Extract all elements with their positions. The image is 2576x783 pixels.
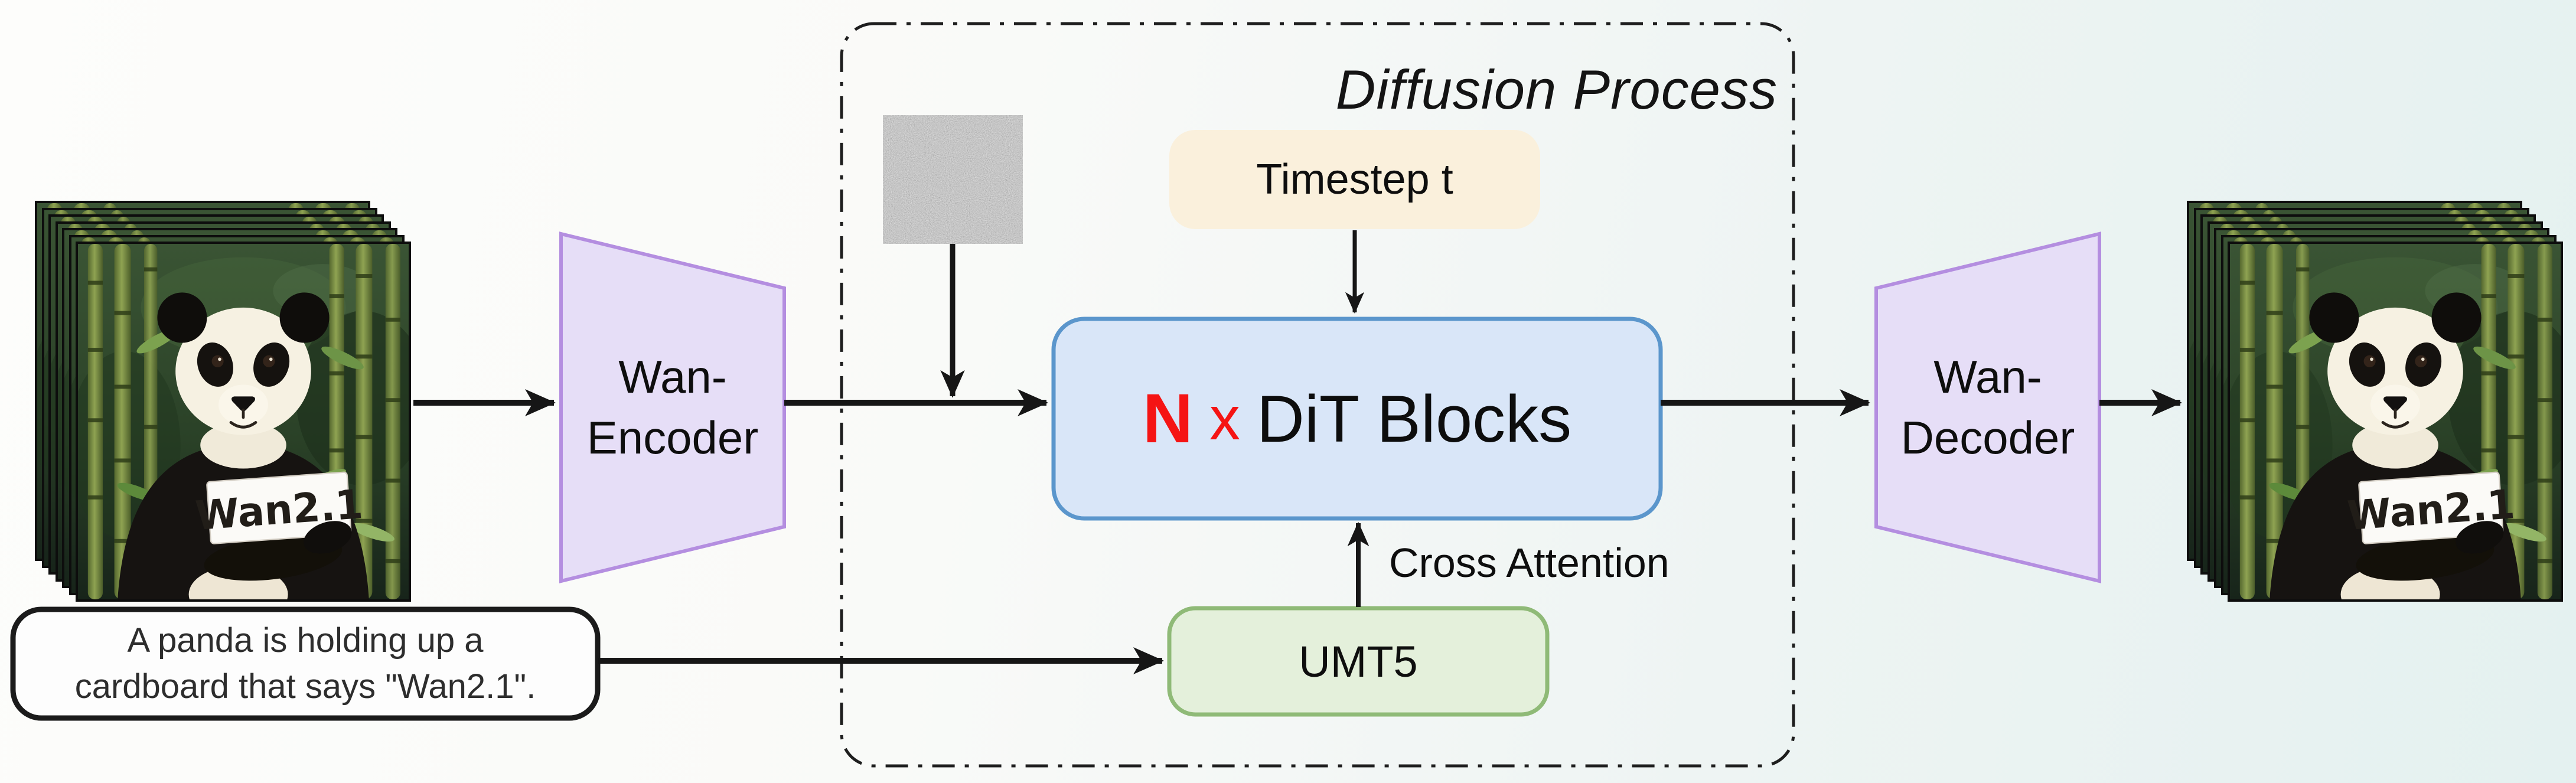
wan-encoder-label: Wan- Encoder <box>561 313 784 502</box>
video-frame <box>2228 242 2563 602</box>
prompt-line2: cardboard that says "Wan2.1". <box>74 667 536 706</box>
timestep-text: Timestep t <box>1256 156 1453 203</box>
timestep-box <box>1169 130 1540 229</box>
output-video-frame-stack <box>2187 201 2563 602</box>
timestep-label: Timestep t <box>1169 130 1540 229</box>
dit-blocks-box <box>1051 317 1663 521</box>
input-video-frame-stack <box>35 201 411 602</box>
wan-decoder-shape <box>1874 231 2101 583</box>
umt5-label: UMT5 <box>1169 608 1547 715</box>
prompt-line1: A panda is holding up a <box>127 621 484 660</box>
wan-encoder-line1: Wan- <box>618 351 727 403</box>
wan-decoder-label: Wan- Decoder <box>1876 313 2099 502</box>
wan-decoder-line2: Decoder <box>1900 412 2075 464</box>
wan-encoder-line2: Encoder <box>586 412 759 464</box>
umt5-text: UMT5 <box>1299 637 1418 686</box>
dit-times-sign: x <box>1209 384 1241 453</box>
umt5-box <box>1167 606 1550 717</box>
flow-arrows <box>413 230 2182 674</box>
diffusion-process-boundary <box>840 22 1795 768</box>
cross-attention-label: Cross Attention <box>1389 540 1669 586</box>
wan-decoder-line1: Wan- <box>1933 351 2042 403</box>
dit-n-count: N <box>1142 380 1194 458</box>
prompt-text: A panda is holding up a cardboard that s… <box>13 609 598 718</box>
video-frame <box>76 242 411 602</box>
prompt-box <box>10 606 601 721</box>
wan-encoder-shape <box>559 231 786 583</box>
dit-blocks-text: DiT Blocks <box>1257 381 1572 456</box>
dit-blocks-label: N x DiT Blocks <box>1054 319 1661 518</box>
diffusion-process-title: Diffusion Process <box>1335 58 1778 120</box>
noise-patch-icon <box>883 115 1023 244</box>
